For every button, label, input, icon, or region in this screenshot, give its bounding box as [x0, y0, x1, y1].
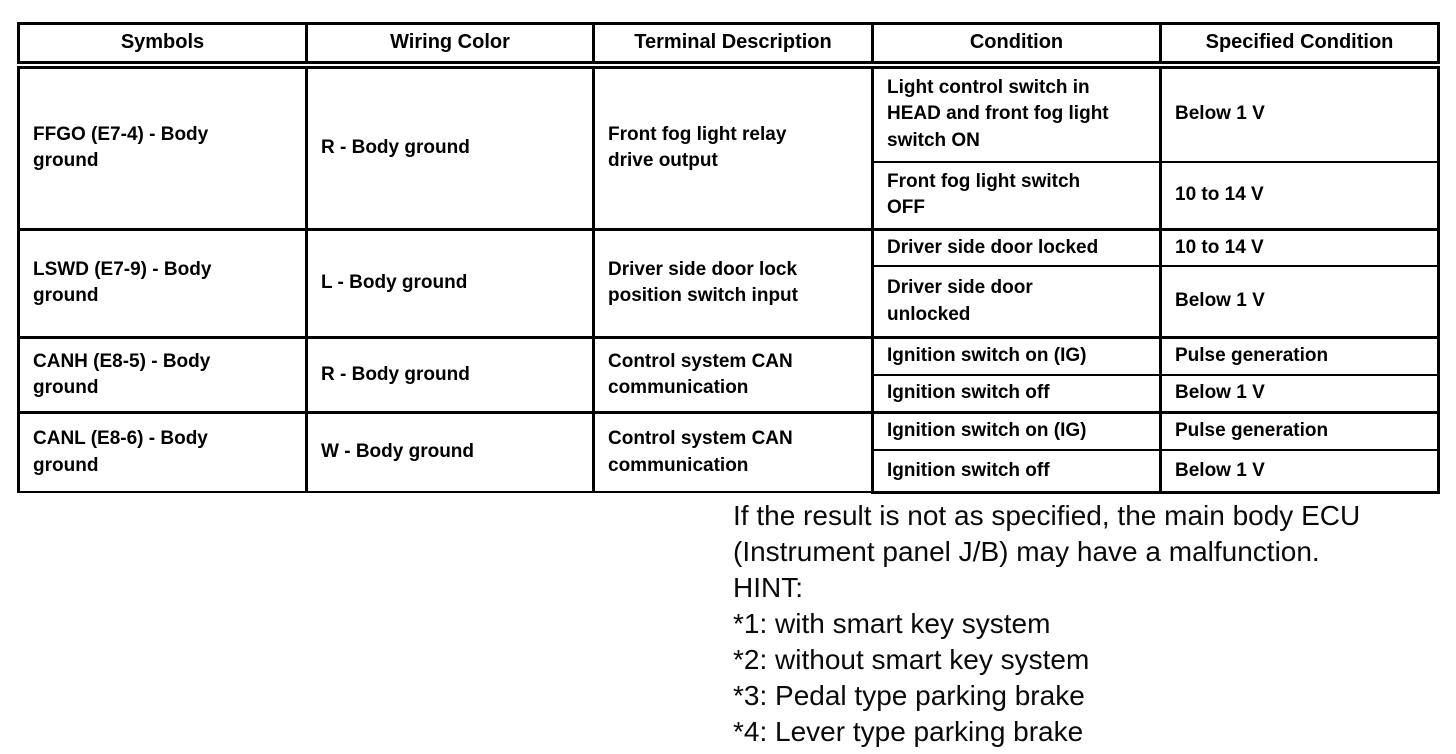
note-line: *1: with smart key system [733, 608, 1051, 639]
terminal-description-cell: Front fog light relay drive output [592, 63, 874, 231]
symbols-cell: CANL (E8-6) - Body ground [17, 410, 308, 494]
specified-condition-cell: Pulse generation [1159, 335, 1440, 377]
table-row: LSWD (E7-9) - Body ground L - Body groun… [17, 228, 1440, 339]
result-hint-note: If the result is not as specified, the m… [733, 498, 1453, 750]
terminal-description-cell: Control system CAN communication [592, 410, 874, 494]
table-row: CANL (E8-6) - Body ground W - Body groun… [17, 410, 1440, 494]
table-subrow: Ignition switch off Below 1 V [19, 449, 1440, 494]
column-header-condition: Condition [871, 21, 1162, 69]
note-line: If the result is not as specified, the m… [733, 500, 1361, 531]
table-subrow: Ignition switch off Below 1 V [19, 374, 1440, 414]
symbols-cell: CANH (E8-5) - Body ground [17, 335, 308, 414]
condition-cell: Light control switch in HEAD and front f… [871, 63, 1162, 163]
table-row: FFGO (E7-4) - Body ground R - Body groun… [17, 63, 1440, 231]
terminal-description-cell: Control system CAN communication [592, 335, 874, 414]
wiring-color-cell: R - Body ground [305, 63, 595, 231]
note-line: (Instrument panel J/B) may have a malfun… [733, 536, 1320, 567]
specified-condition-cell: Below 1 V [1159, 374, 1440, 414]
table-subrow: Front fog light switch OFF 10 to 14 V [19, 160, 1440, 232]
note-line: *4: Lever type parking brake [733, 716, 1084, 747]
wiring-color-cell: L - Body ground [305, 228, 595, 339]
terminal-description-cell: Driver side door lock position switch in… [592, 228, 874, 339]
condition-cell: Front fog light switch OFF [871, 160, 1162, 232]
header-row: Symbols Wiring Color Terminal Descriptio… [17, 21, 1440, 69]
column-header-specified-condition: Specified Condition [1159, 21, 1440, 69]
terminal-inspection-table: Symbols Wiring Color Terminal Descriptio… [17, 21, 1440, 494]
wiring-color-cell: W - Body ground [305, 410, 595, 494]
condition-cell: Driver side door locked [871, 228, 1162, 268]
specified-condition-cell: Below 1 V [1159, 265, 1440, 339]
condition-cell: Ignition switch on (IG) [871, 410, 1162, 452]
column-header-terminal-description: Terminal Description [592, 21, 874, 69]
condition-cell: Driver side door unlocked [871, 265, 1162, 339]
specified-condition-cell: Below 1 V [1159, 63, 1440, 163]
specified-condition-cell: 10 to 14 V [1159, 160, 1440, 232]
note-line: *3: Pedal type parking brake [733, 680, 1085, 711]
symbols-cell: FFGO (E7-4) - Body ground [17, 63, 308, 231]
table-row: CANH (E8-5) - Body ground R - Body groun… [17, 335, 1440, 414]
specified-condition-cell: Below 1 V [1159, 449, 1440, 494]
table-subrow: Driver side door unlocked Below 1 V [19, 265, 1440, 339]
wiring-color-cell: R - Body ground [305, 335, 595, 414]
column-header-wiring-color: Wiring Color [305, 21, 595, 69]
condition-cell: Ignition switch off [871, 449, 1162, 494]
column-header-symbols: Symbols [17, 21, 308, 69]
condition-cell: Ignition switch off [871, 374, 1162, 414]
specified-condition-cell: Pulse generation [1159, 410, 1440, 452]
condition-cell: Ignition switch on (IG) [871, 335, 1162, 377]
symbols-cell: LSWD (E7-9) - Body ground [17, 228, 308, 339]
note-line: *2: without smart key system [733, 644, 1090, 675]
specified-condition-cell: 10 to 14 V [1159, 228, 1440, 268]
note-line: HINT: [733, 572, 803, 603]
